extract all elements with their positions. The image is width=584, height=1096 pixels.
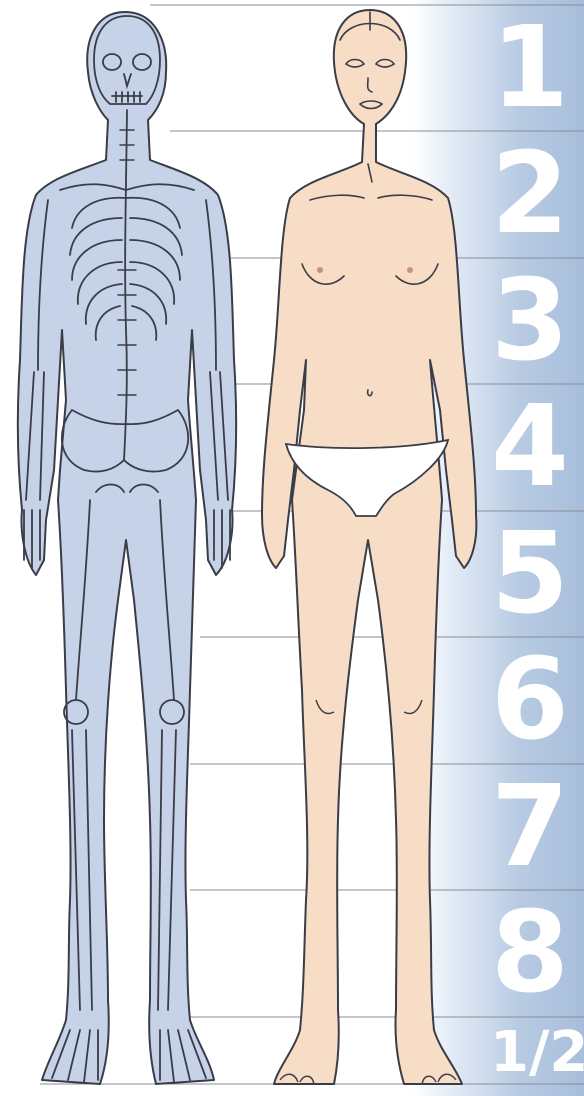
scale-unit-8: 8: [490, 897, 570, 1009]
chest-dot-right: [407, 267, 413, 273]
scale-unit-1: 1: [490, 12, 570, 124]
scale-unit-4: 4: [490, 391, 570, 503]
scale-unit-6: 6: [490, 644, 570, 756]
scale-unit-7: 7: [490, 771, 570, 883]
scale-unit-half: 1/2: [490, 1025, 574, 1081]
scale-unit-2: 2: [490, 138, 570, 250]
scale-unit-5: 5: [490, 518, 570, 630]
chest-dot-left: [317, 267, 323, 273]
scale-unit-3: 3: [490, 265, 570, 377]
